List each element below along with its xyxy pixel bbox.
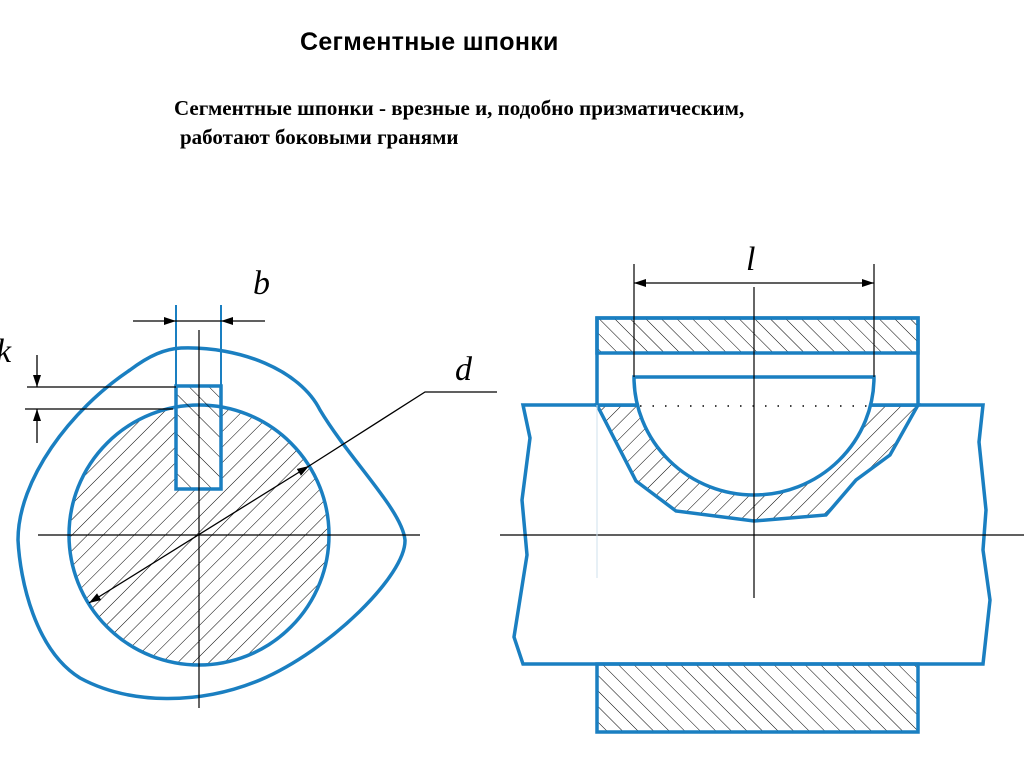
longitudinal-view: l: [500, 241, 1024, 734]
subtitle-line-2: работают боковыми гранями: [180, 125, 459, 149]
subtitle-line-1: Сегментные шпонки - врезные и, подобно п…: [174, 96, 745, 120]
cross-section-view: b k d: [0, 265, 497, 708]
hub-outline: [16, 346, 407, 701]
dimension-label-l: l: [746, 241, 755, 278]
slide-title: Сегментные шпонки: [300, 28, 559, 56]
slide-subtitle: Сегментные шпонки - врезные и, подобно п…: [174, 94, 744, 152]
hub-bottom-section: [595, 662, 920, 734]
dimension-label-b: b: [253, 265, 270, 302]
hub-top-section: [595, 316, 920, 355]
dimension-label-d: d: [455, 351, 473, 388]
dimension-label-k: k: [0, 333, 12, 370]
